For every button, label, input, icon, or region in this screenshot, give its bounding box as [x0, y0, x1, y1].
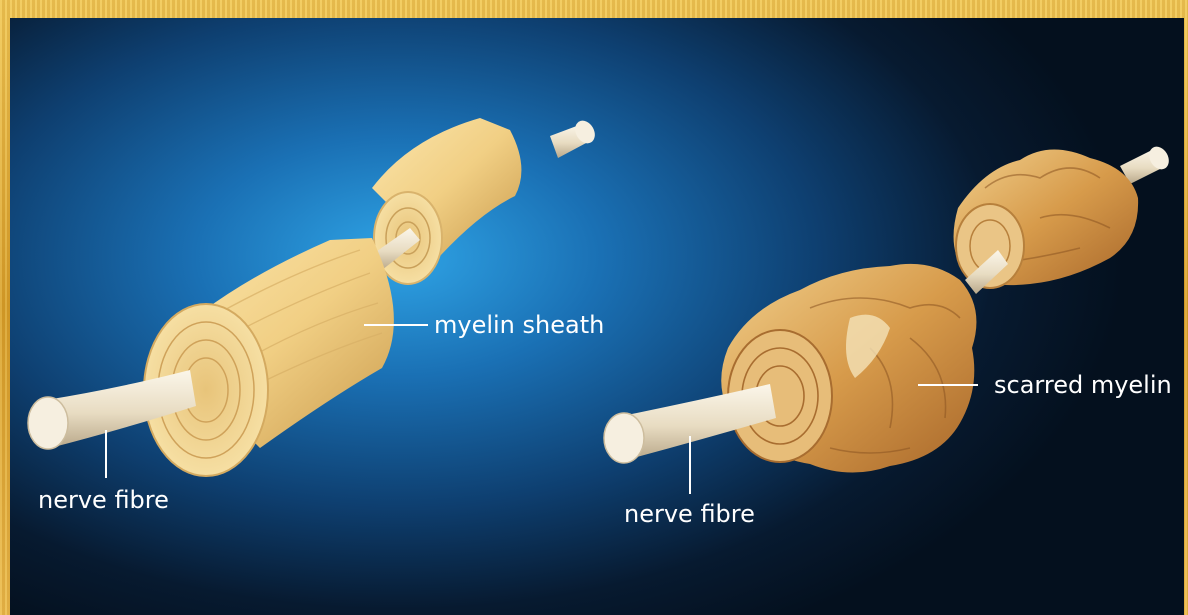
diagram-panel: myelin sheath nerve fibre scarred myelin…: [10, 18, 1184, 615]
healthy-nerve: [28, 117, 599, 476]
scarred-myelin-label: scarred myelin: [994, 371, 1172, 399]
myelin-sheath-leader: [364, 324, 428, 326]
scarred-nerve: [604, 143, 1173, 472]
myelin-sheath-label: myelin sheath: [434, 311, 604, 339]
scarred-myelin-leader: [918, 384, 978, 386]
left-nerve-fibre-label: nerve fibre: [38, 486, 169, 514]
left-nerve-fibre-leader: [105, 430, 107, 478]
right-nerve-fibre-label: nerve fibre: [624, 500, 755, 528]
right-nerve-fibre-leader: [689, 436, 691, 494]
